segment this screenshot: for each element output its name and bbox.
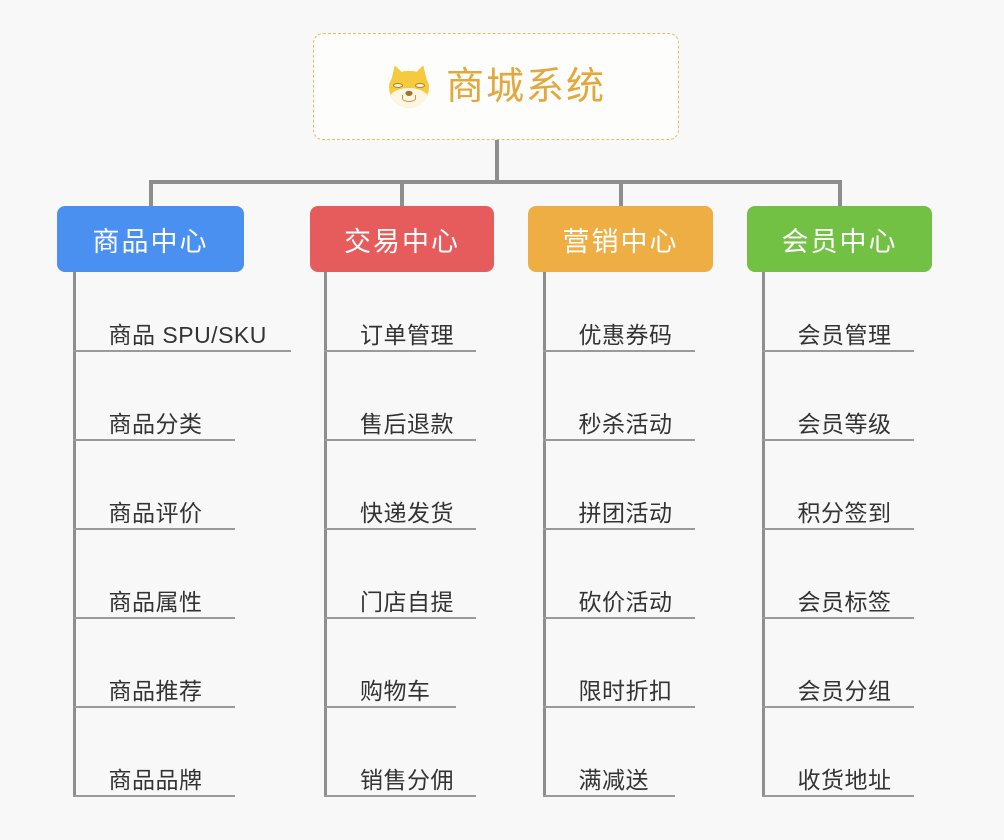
leaf-item-label: 秒杀活动 [578, 411, 673, 437]
leaf-item-label: 会员分组 [797, 678, 892, 704]
leaf-item[interactable]: 会员分组 [761, 668, 914, 708]
leaf-item[interactable]: 拼团活动 [542, 490, 695, 530]
leaf-item-label: 会员标签 [797, 589, 892, 615]
leaf-item[interactable]: 商品评价 [72, 490, 235, 530]
leaf-item-label: 商品分类 [108, 411, 203, 437]
leaf-item[interactable]: 砍价活动 [542, 579, 695, 619]
category-label: 交易中心 [344, 226, 460, 257]
category-box-4[interactable]: 会员中心 [747, 206, 932, 272]
leaf-item[interactable]: 优惠券码 [542, 312, 695, 352]
leaf-item-label: 商品评价 [108, 500, 203, 526]
connector-drop-2 [400, 180, 404, 206]
leaf-item[interactable]: 订单管理 [324, 312, 476, 352]
leaf-item-label: 销售分佣 [360, 767, 454, 793]
leaf-item-label: 限时折扣 [578, 678, 673, 704]
connector-drop-1 [148, 180, 153, 206]
branch-trunk-4 [761, 272, 765, 797]
leaf-item[interactable]: 商品属性 [72, 579, 235, 619]
leaf-item-label: 拼团活动 [578, 500, 673, 526]
leaf-item-label: 商品品牌 [108, 767, 203, 793]
leaf-item[interactable]: 购物车 [324, 668, 456, 708]
leaf-item-label: 会员管理 [797, 322, 892, 348]
leaf-item[interactable]: 商品推荐 [72, 668, 235, 708]
leaf-item-label: 快递发货 [360, 500, 454, 526]
root-node[interactable]: 商城系统 [313, 33, 679, 140]
branch-trunk-2 [324, 272, 327, 797]
leaf-item[interactable]: 积分签到 [761, 490, 914, 530]
connector-drop-3 [618, 180, 623, 206]
leaf-item[interactable]: 快递发货 [324, 490, 476, 530]
leaf-item[interactable]: 售后退款 [324, 401, 476, 441]
shiba-inu-icon [386, 62, 432, 110]
leaf-item-label: 购物车 [360, 678, 431, 704]
category-label: 营销中心 [562, 226, 679, 257]
leaf-item[interactable]: 秒杀活动 [542, 401, 695, 441]
connector-root-stem [495, 140, 499, 183]
leaf-item[interactable]: 会员标签 [761, 579, 914, 619]
leaf-item-label: 收货地址 [797, 767, 892, 793]
leaf-item-label: 满减送 [578, 767, 649, 793]
branch-trunk-1 [72, 272, 76, 797]
leaf-item[interactable]: 商品分类 [72, 401, 235, 441]
category-box-3[interactable]: 营销中心 [528, 206, 713, 272]
leaf-item[interactable]: 商品品牌 [72, 757, 235, 797]
leaf-item-label: 售后退款 [360, 411, 454, 437]
leaf-item-label: 订单管理 [360, 322, 454, 348]
leaf-item[interactable]: 商品 SPU/SKU [72, 312, 291, 352]
connector-drop-4 [837, 180, 842, 206]
leaf-item-label: 积分签到 [797, 500, 892, 526]
root-title: 商城系统 [445, 65, 606, 108]
category-box-2[interactable]: 交易中心 [310, 206, 494, 272]
branch-trunk-3 [542, 272, 546, 797]
leaf-item-label: 门店自提 [360, 589, 454, 615]
leaf-item-label: 商品属性 [108, 589, 203, 615]
leaf-item[interactable]: 限时折扣 [542, 668, 695, 708]
leaf-item[interactable]: 销售分佣 [324, 757, 476, 797]
leaf-item-label: 商品推荐 [108, 678, 203, 704]
leaf-item[interactable]: 会员管理 [761, 312, 914, 352]
leaf-item[interactable]: 会员等级 [761, 401, 914, 441]
connector-horizontal-bar [150, 180, 840, 184]
category-label: 商品中心 [92, 226, 209, 257]
leaf-item-label: 会员等级 [797, 411, 892, 437]
leaf-item[interactable]: 满减送 [542, 757, 675, 797]
leaf-item[interactable]: 收货地址 [761, 757, 914, 797]
category-box-1[interactable]: 商品中心 [57, 206, 244, 272]
leaf-item[interactable]: 门店自提 [324, 579, 476, 619]
leaf-item-label: 砍价活动 [578, 589, 673, 615]
leaf-item-label: 优惠券码 [578, 322, 673, 348]
category-label: 会员中心 [781, 226, 898, 257]
leaf-item-label: 商品 SPU/SKU [108, 322, 267, 348]
